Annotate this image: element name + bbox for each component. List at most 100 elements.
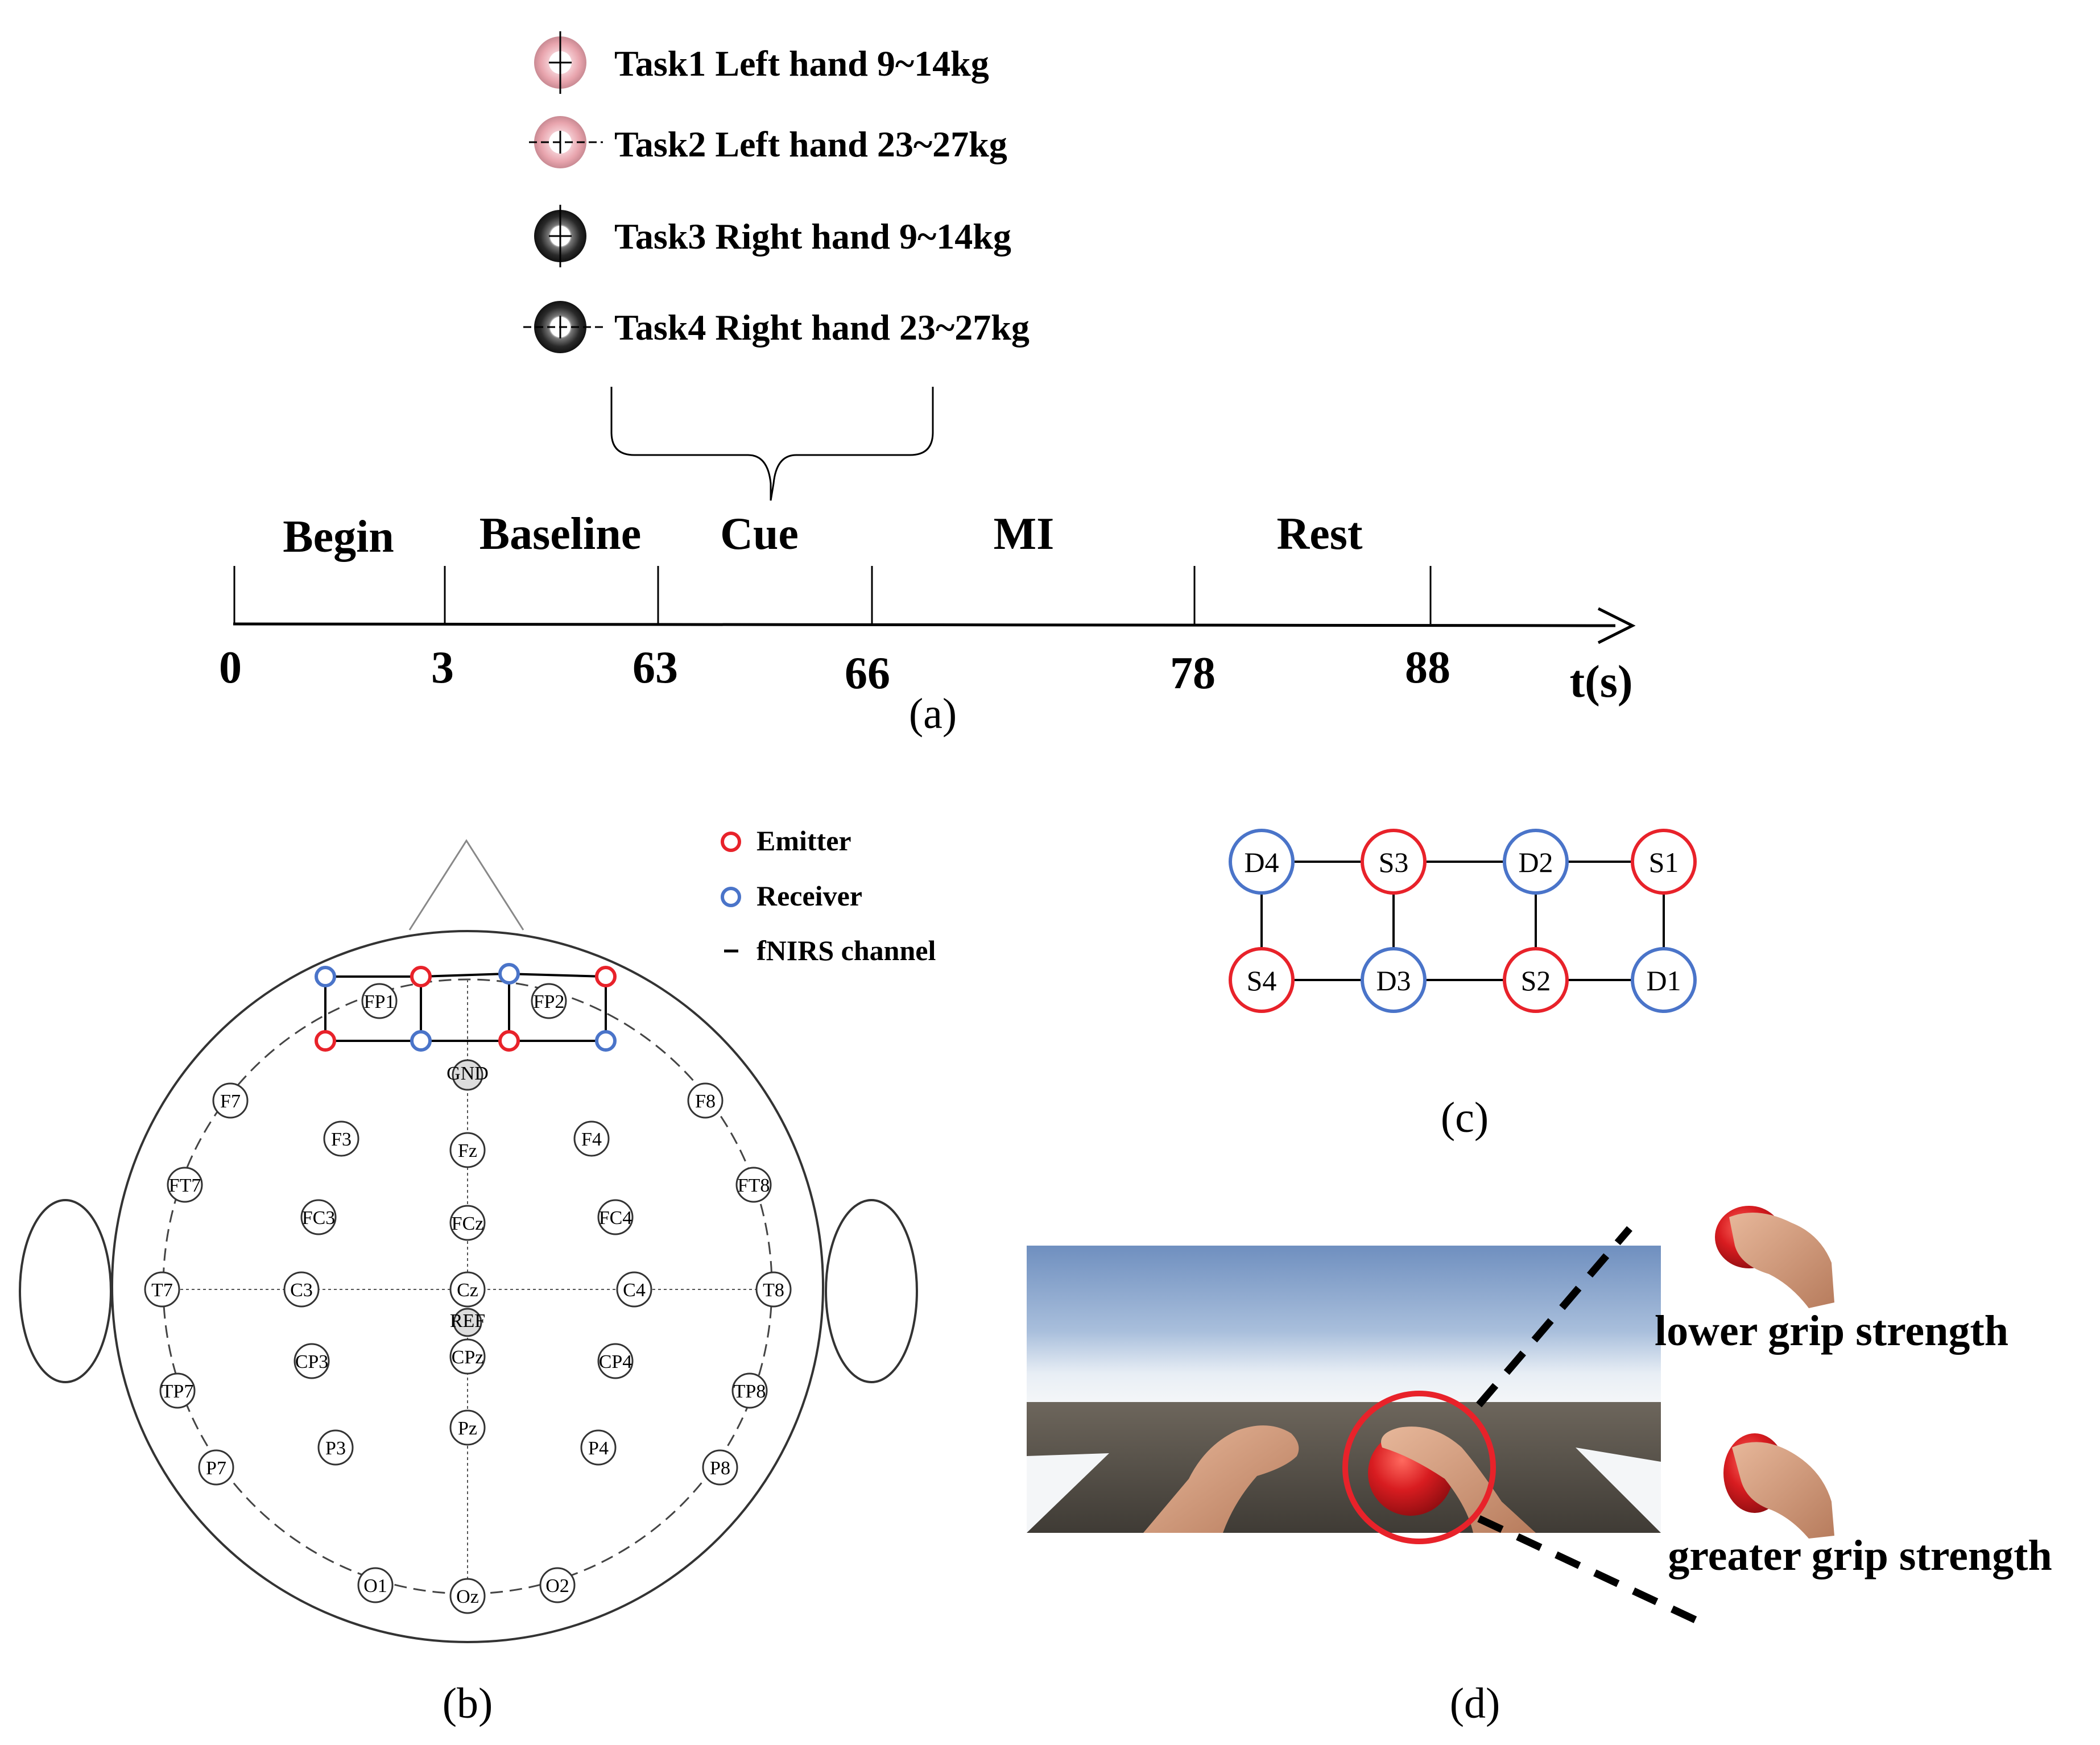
electrode-ft7: FT7: [169, 1175, 201, 1196]
axis-label-ts: t(s): [1569, 657, 1632, 707]
time-axis-arrow: [1597, 607, 1636, 644]
task2-label: Task2 Left hand 23~27kg: [614, 124, 1007, 164]
phase-rest: Rest: [1276, 509, 1362, 559]
label-d4: D4: [1244, 846, 1279, 878]
nose-outline: [408, 839, 524, 931]
caption-d: (d): [1450, 1680, 1500, 1727]
phase-begin: Begin: [283, 512, 394, 562]
panel-d-vr-scene: lower grip strength greater grip strengt…: [1027, 1206, 2052, 1727]
receiver-optode: [315, 966, 336, 987]
electrode-o2: O2: [545, 1576, 569, 1597]
optode-d4: [1229, 829, 1295, 895]
receiver-optode: [410, 1030, 432, 1052]
electrode-ft8: FT8: [738, 1175, 770, 1196]
label-d2: D2: [1518, 846, 1553, 878]
optode-s1: [1631, 829, 1697, 895]
electrode-f3: F3: [331, 1129, 352, 1150]
emitter-optode: [498, 1030, 520, 1052]
receiver-legend-icon: [721, 887, 741, 907]
electrode-cpz: CPz: [452, 1347, 484, 1368]
lower-grip-thumbnail: [1715, 1206, 1834, 1308]
right-virtual-hand: [1381, 1426, 1536, 1533]
task-legend: Task1 Left hand 9~14kg Task2 Left hand 2…: [523, 31, 1030, 353]
panel-b-head-map: FP1 FP2 GND F7 F3 Fz F4 F8 FT7 FC3 FCz F…: [19, 825, 936, 1727]
electrode-fp1: FP1: [364, 991, 395, 1012]
tick-63: 63: [633, 643, 678, 693]
panel-c-optode-grid: D4 S3 D2 S1 S4 D3 S2 D1 (c): [1229, 829, 1697, 1142]
caption-c: (c): [1441, 1094, 1489, 1142]
electrode-fc3: FC3: [302, 1208, 336, 1229]
emitter-optode: [410, 966, 432, 987]
electrode-ref: REF: [450, 1310, 485, 1332]
optode-s4: [1229, 947, 1295, 1013]
electrode-fz: Fz: [458, 1140, 477, 1161]
electrode-f7: F7: [220, 1091, 241, 1112]
phase-cue: Cue: [720, 509, 799, 559]
caption-b: (b): [443, 1680, 493, 1727]
electrode-f8: F8: [695, 1091, 716, 1112]
optode-d1: [1631, 947, 1697, 1013]
electrode-t7: T7: [151, 1280, 173, 1301]
legend-emitter: Emitter: [757, 825, 851, 857]
task4-ring-icon: [523, 301, 603, 353]
electrode-fcz: FCz: [452, 1213, 484, 1234]
vr-table-edge: [1027, 1453, 1109, 1533]
electrode-fp2: FP2: [534, 991, 565, 1012]
electrode-o1: O1: [363, 1576, 387, 1597]
tick-88: 88: [1405, 643, 1450, 693]
vr-table-edge-right: [1576, 1448, 1661, 1533]
receiver-optode: [498, 963, 520, 985]
eeg-electrode-labels: FP1 FP2 GND F7 F3 Fz F4 F8 FT7 FC3 FCz F…: [151, 991, 784, 1607]
electrode-cp3: CP3: [295, 1351, 329, 1372]
optode-legend: Emitter Receiver fNIRS channel: [721, 825, 936, 966]
task1-label: Task1 Left hand 9~14kg: [614, 43, 989, 84]
task2-ring-icon: [529, 116, 603, 168]
right-ear: [825, 1199, 918, 1383]
electrode-gnd: GND: [447, 1063, 489, 1084]
task3-ring-icon: [534, 205, 586, 267]
lower-strength-pointer: [1476, 1226, 1632, 1408]
electrode-p3: P3: [325, 1438, 346, 1459]
electrode-c3: C3: [290, 1280, 313, 1301]
electrode-fc4: FC4: [599, 1208, 633, 1229]
greater-grip-thumbnail: [1723, 1433, 1834, 1539]
electrode-p7: P7: [206, 1458, 226, 1479]
phase-baseline: Baseline: [479, 509, 641, 559]
label-s4: S4: [1247, 965, 1277, 996]
label-s3: S3: [1379, 846, 1409, 878]
emitter-optode: [315, 1030, 336, 1052]
tick-0: 0: [219, 643, 242, 693]
greater-grip-label: greater grip strength: [1668, 1532, 2052, 1579]
focus-ring: [1342, 1391, 1496, 1544]
fnirs-optodes: [315, 963, 617, 1052]
electrode-tp8: TP8: [734, 1381, 766, 1402]
eeg-electrodes: [144, 983, 792, 1614]
emitter-optode: [595, 966, 617, 987]
electrode-t8: T8: [763, 1280, 784, 1301]
phase-mi: MI: [994, 509, 1055, 559]
electrode-tp7: TP7: [162, 1381, 194, 1402]
electrode-pz: Pz: [458, 1418, 477, 1439]
legend-receiver: Receiver: [757, 880, 862, 912]
electrode-f4: F4: [581, 1129, 602, 1150]
axis-ticks: [233, 566, 1432, 624]
greater-strength-pointer: [1477, 1515, 1700, 1624]
lower-grip-label: lower grip strength: [1655, 1307, 2008, 1355]
tick-78: 78: [1170, 648, 1216, 698]
vr-sky: [1027, 1246, 1661, 1402]
task1-ring-icon: [534, 31, 586, 94]
left-ear: [19, 1199, 112, 1383]
tick-3: 3: [431, 643, 454, 693]
emitter-legend-icon: [721, 832, 741, 852]
label-d3: D3: [1376, 965, 1411, 996]
task3-label: Task3 Right hand 9~14kg: [614, 216, 1011, 257]
caption-a: (a): [909, 690, 957, 738]
optode-d2: [1503, 829, 1569, 895]
task-brace: [610, 387, 934, 501]
label-s1: S1: [1649, 846, 1679, 878]
panel-a-timeline: Task1 Left hand 9~14kg Task2 Left hand 2…: [219, 31, 1636, 738]
legend-channel: fNIRS channel: [757, 934, 936, 966]
time-axis: [233, 622, 1616, 627]
electrode-p8: P8: [710, 1458, 730, 1479]
